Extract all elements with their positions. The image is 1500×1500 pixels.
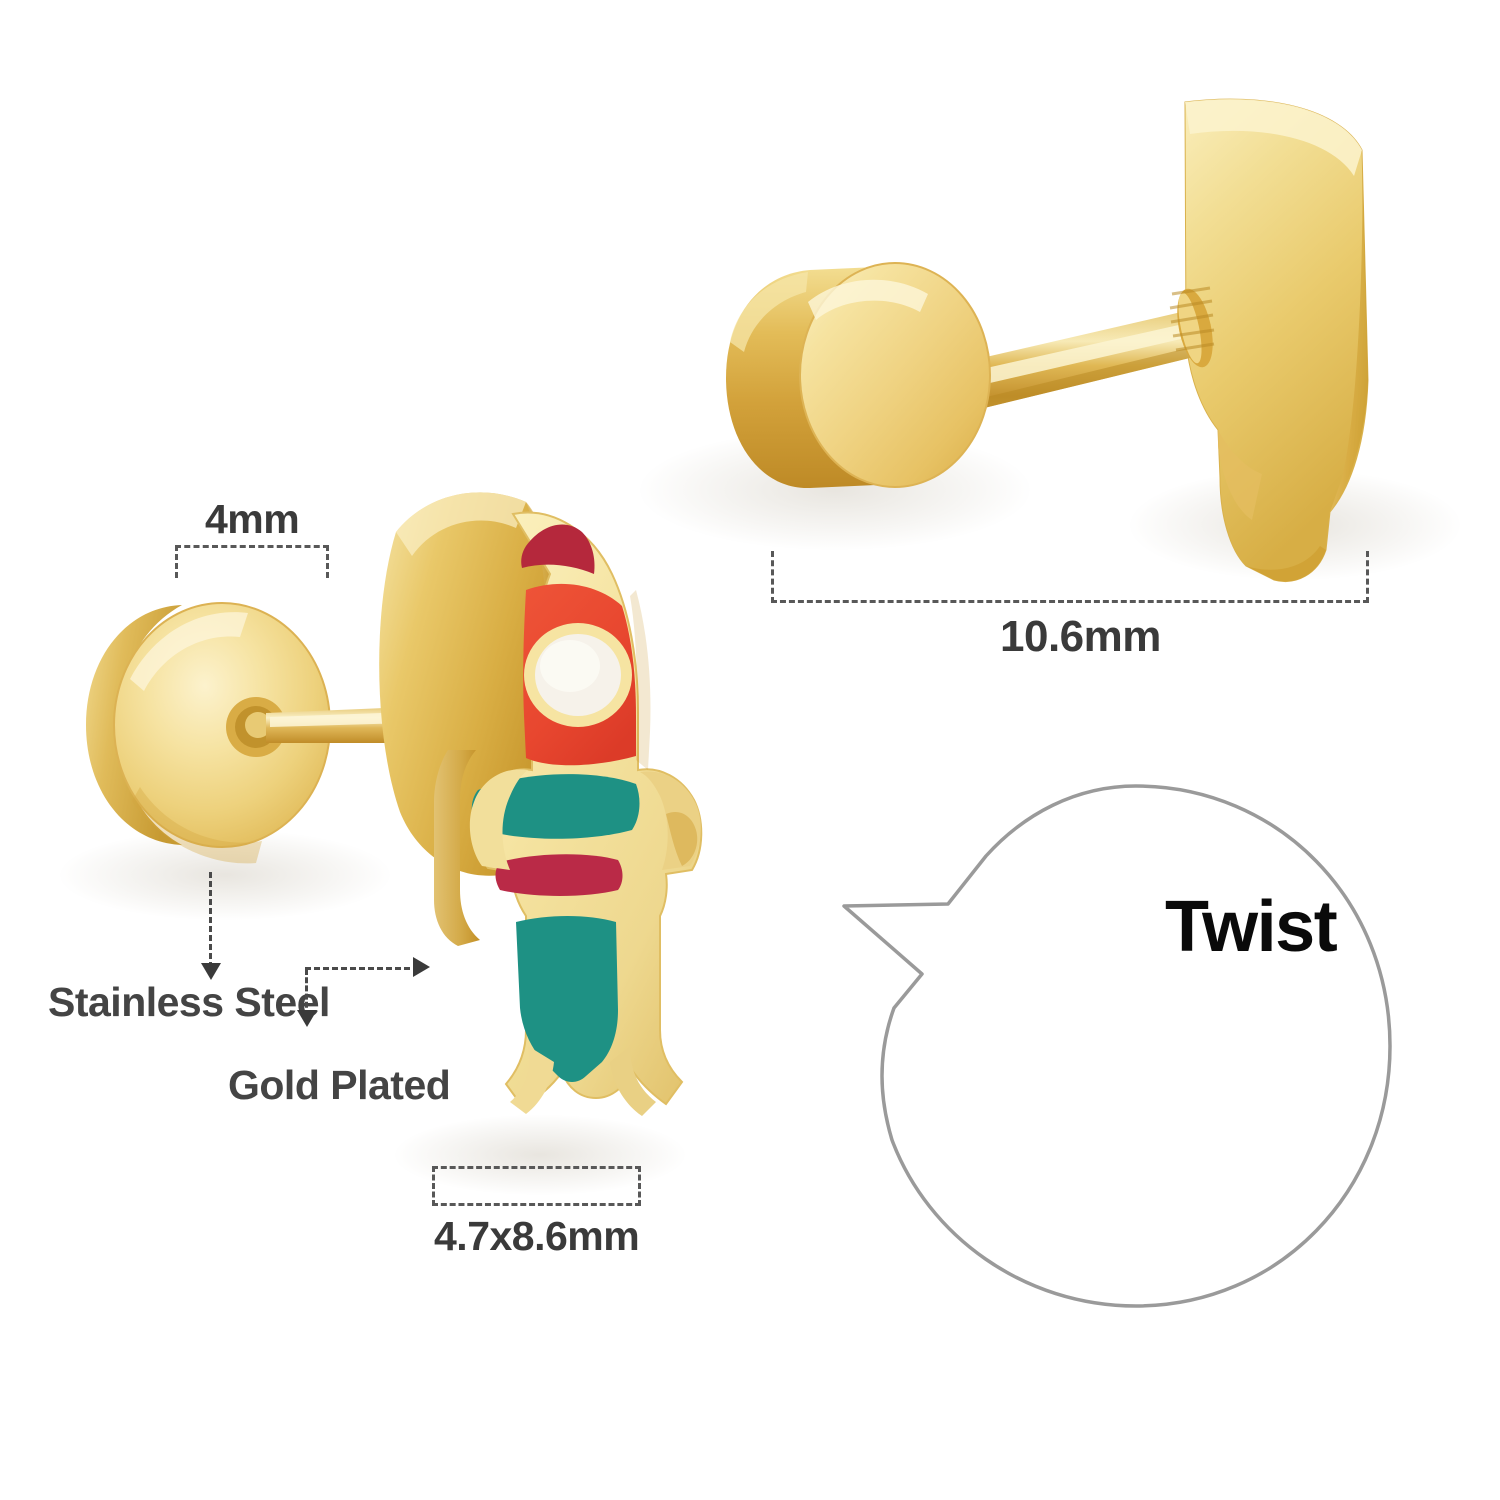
material-label-gold-plated: Gold Plated: [228, 1062, 451, 1108]
enamel-teal-stripe: [471, 774, 640, 839]
material-label-stainless-steel: Stainless Steel: [48, 979, 330, 1025]
bubble-outline: [842, 784, 1392, 1308]
arrow-down-icon: [297, 1010, 317, 1027]
screw-back-disc: [726, 262, 991, 489]
enamel-engine-panel: [516, 916, 618, 1082]
arrow-right-icon: [413, 957, 430, 977]
assembled-earring-side-view: [726, 98, 1369, 582]
enamel-crimson-stripe: [495, 854, 623, 896]
exhaust-tip-right: [610, 1046, 656, 1116]
dimension-bracket-overall-length: [771, 551, 1369, 603]
dimension-bracket-charm-size: [432, 1166, 641, 1206]
exhaust-tip-left: [510, 1046, 554, 1114]
threaded-collar: [1169, 286, 1215, 368]
leader-line-stainless-steel: [209, 872, 212, 968]
enamel-nose-cap: [521, 524, 595, 574]
back-disc-with-post: [86, 602, 410, 864]
fin-left: [469, 769, 528, 870]
dimension-label-back-disc: 4mm: [205, 496, 300, 542]
twist-label: Twist: [1165, 887, 1338, 967]
leader-line-gold-plated-horizontal: [305, 967, 419, 970]
post-shaft: [266, 707, 410, 743]
dimension-label-overall-length: 10.6mm: [1000, 612, 1161, 661]
twist-callout-bubble: Twist: [826, 778, 1446, 1318]
arrow-down-icon: [201, 963, 221, 980]
leader-line-gold-plated-vertical: [305, 969, 308, 1016]
dimension-bracket-back-disc: [175, 545, 329, 578]
porthole-window: [524, 623, 632, 727]
charm-edge-view: [1184, 98, 1369, 582]
dimension-label-charm-size: 4.7x8.6mm: [434, 1213, 640, 1259]
rocket-enamel-charm: [379, 492, 703, 1116]
